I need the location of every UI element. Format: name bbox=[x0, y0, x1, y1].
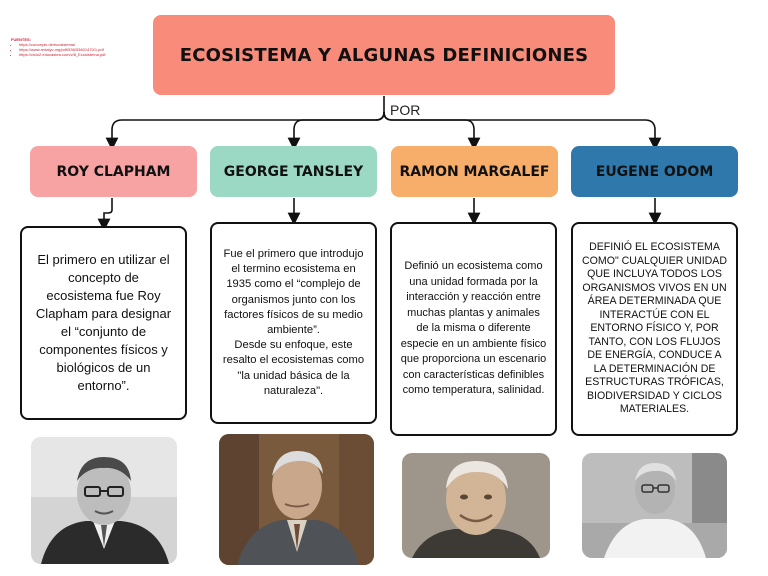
connector-clapham-desc bbox=[97, 198, 113, 232]
description-text: Definió un ecosistema como una unidad fo… bbox=[400, 260, 547, 397]
author-box-margalef: RAMON MARGALEF bbox=[391, 146, 558, 197]
page-title: ECOSISTEMA Y ALGUNAS DEFINICIONES bbox=[179, 44, 589, 66]
description-text: El primero en utilizar el concepto de ec… bbox=[35, 252, 172, 393]
portrait-photo-tansley bbox=[219, 434, 374, 565]
description-clapham: El primero en utilizar el concepto de ec… bbox=[20, 226, 187, 420]
description-tansley: Fue el primero que introdujo el termino … bbox=[210, 222, 377, 424]
portrait-photo-odom bbox=[582, 453, 727, 558]
author-box-clapham: ROY CLAPHAM bbox=[30, 146, 197, 197]
source-link[interactable]: https://ciclo2.educastea.com/v/8_Ecosist… bbox=[19, 52, 151, 57]
source-link[interactable]: https://www.redalyc.org/pdf/536/53601470… bbox=[19, 47, 151, 52]
description-text: DEFINIÓ EL ECOSISTEMA COMO" CUALQUIER UN… bbox=[581, 241, 728, 416]
title-box: ECOSISTEMA Y ALGUNAS DEFINICIONES bbox=[153, 15, 615, 95]
portrait-photo-margalef bbox=[402, 453, 550, 558]
connector-to-odom bbox=[383, 111, 662, 151]
author-box-tansley: GEORGE TANSLEY bbox=[210, 146, 377, 197]
author-name: GEORGE TANSLEY bbox=[223, 163, 364, 180]
author-name: ROY CLAPHAM bbox=[56, 163, 171, 180]
portrait-photo-clapham bbox=[31, 437, 177, 564]
sources-heading: FUENTES: bbox=[11, 37, 31, 42]
author-name: RAMON MARGALEF bbox=[399, 163, 550, 180]
author-box-odom: EUGENE ODOM bbox=[571, 146, 738, 197]
connector-to-tansley bbox=[287, 111, 385, 151]
description-odom: DEFINIÓ EL ECOSISTEMA COMO" CUALQUIER UN… bbox=[571, 222, 738, 436]
source-link[interactable]: https://concepto.de/ecosistema/ bbox=[19, 42, 151, 47]
sources-list: FUENTES: https://concepto.de/ecosistema/… bbox=[11, 37, 151, 57]
author-name: EUGENE ODOM bbox=[595, 163, 714, 180]
connector-label: POR bbox=[390, 102, 421, 118]
description-text: Fue el primero que introdujo el termino … bbox=[222, 247, 365, 397]
description-margalef: Definió un ecosistema como una unidad fo… bbox=[390, 222, 557, 436]
